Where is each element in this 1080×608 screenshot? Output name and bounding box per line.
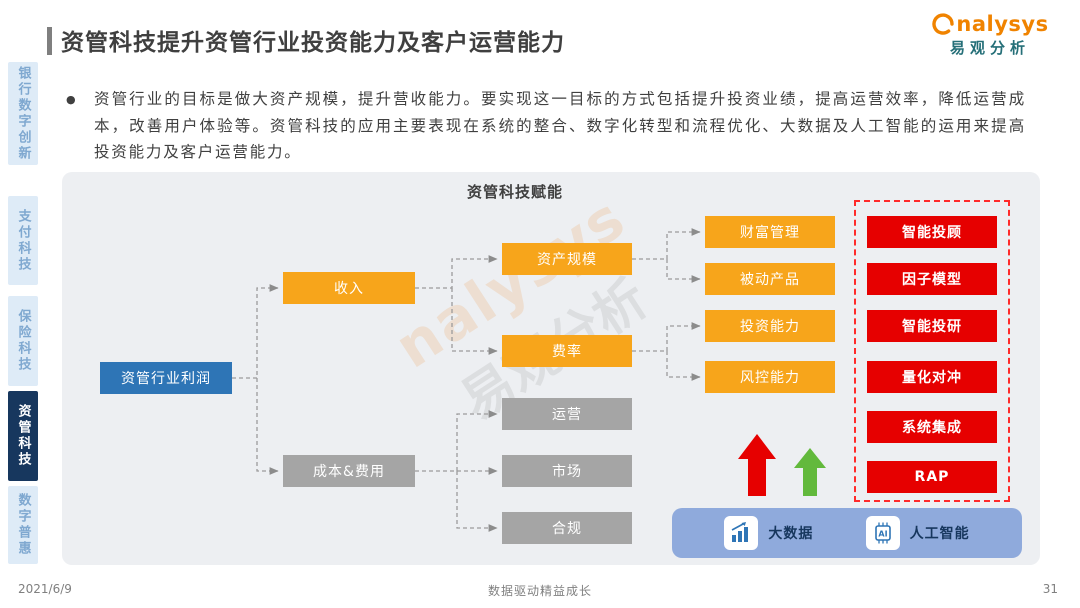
- bar-chart-icon: [724, 516, 759, 550]
- legend-item-bigdata: 大数据: [724, 516, 813, 550]
- node-industry-profit: 资管行业利润: [100, 362, 232, 394]
- node-asset-scale: 资产规模: [502, 243, 632, 275]
- logo-brand-row: nalysys: [931, 12, 1048, 36]
- logo-brand-text: nalysys: [956, 12, 1049, 36]
- page-title: 资管科技提升资管行业投资能力及客户运营能力: [61, 30, 565, 56]
- node-fee-rate: 费率: [502, 335, 632, 367]
- node-invest-capability: 投资能力: [705, 310, 835, 342]
- node-income: 收入: [283, 272, 415, 304]
- legend-label-ai: 人工智能: [909, 526, 970, 542]
- diagram-title: 资管科技赋能: [466, 183, 563, 201]
- tech-quant-hedge: 量化对冲: [867, 361, 997, 393]
- tech-rap: RAP: [867, 461, 997, 493]
- logo-cn-text: 易观分析: [949, 39, 1030, 57]
- tech-system-integration: 系统集成: [867, 411, 997, 443]
- node-wealth-mgmt: 财富管理: [705, 216, 835, 248]
- footer-page-number: 31: [1042, 582, 1058, 596]
- node-operations: 运营: [502, 398, 632, 430]
- tech-smart-research: 智能投研: [867, 310, 997, 342]
- title-accent-bar: [47, 27, 52, 55]
- sidebar-item-payment-tech[interactable]: 支付科技: [8, 196, 38, 285]
- green-up-arrow: [794, 448, 826, 496]
- sidebar-item-bank-digital[interactable]: 银行数字创新: [8, 62, 38, 165]
- footer-slogan: 数据驱动精益成长: [487, 584, 592, 598]
- legend-item-ai: AI 人工智能: [865, 516, 970, 550]
- svg-text:AI: AI: [878, 530, 887, 539]
- node-passive-product: 被动产品: [705, 263, 835, 295]
- node-compliance: 合规: [502, 512, 632, 544]
- sidebar-item-asset-mgmt-tech[interactable]: 资管科技: [8, 391, 38, 481]
- sidebar-item-insurance-tech[interactable]: 保险科技: [8, 296, 38, 386]
- tech-factor-model: 因子模型: [867, 263, 997, 295]
- tech-dashed-frame: [854, 200, 1010, 502]
- tech-legend-bar: 大数据 AI 人工智能: [672, 508, 1022, 558]
- node-marketing: 市场: [502, 455, 632, 487]
- diagram-panel: nalysys 易观分析 资管科技赋能: [62, 172, 1040, 565]
- analysys-logo: nalysys 易观分析: [930, 12, 1050, 58]
- footer-date: 2021/6/9: [18, 582, 72, 596]
- sidebar-item-digital-inclusion[interactable]: 数字普惠: [8, 486, 38, 564]
- red-up-arrow: [738, 434, 776, 496]
- legend-label-bigdata: 大数据: [768, 526, 814, 542]
- intro-paragraph: 资管行业的目标是做大资产规模，提升营收能力。要实现这一目标的方式包括提升投资业绩…: [94, 90, 1026, 162]
- node-cost-expense: 成本&费用: [283, 455, 415, 487]
- bullet-icon: ●: [66, 93, 76, 106]
- ai-chip-icon: AI: [865, 516, 900, 550]
- analysys-swoosh-icon: [932, 13, 955, 35]
- tech-robo-advisor: 智能投顾: [867, 216, 997, 248]
- node-risk-capability: 风控能力: [705, 361, 835, 393]
